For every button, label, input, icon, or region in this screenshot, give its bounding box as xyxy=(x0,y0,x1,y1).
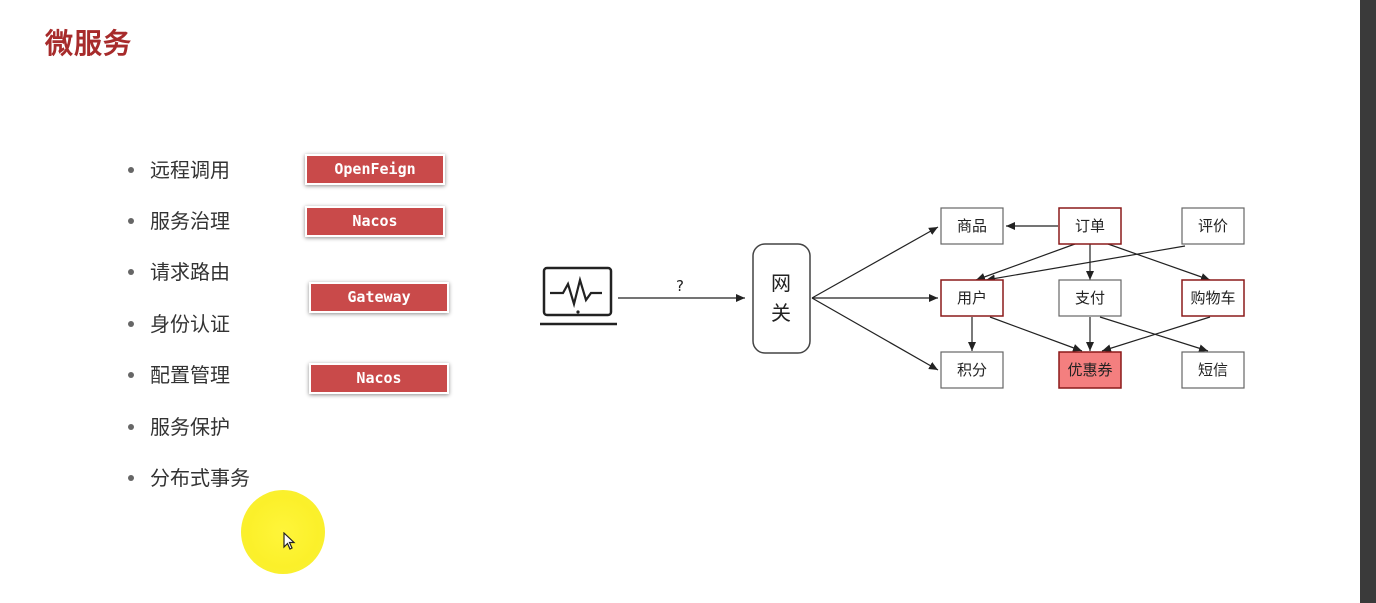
gateway-node: 网 关 xyxy=(752,243,811,354)
cursor-highlight xyxy=(241,490,325,574)
list-item-text: 服务保护 xyxy=(150,415,230,439)
list-item-text: 服务治理 xyxy=(150,209,230,233)
tag-openfeign: OpenFeign xyxy=(305,154,445,185)
service-user: 用户 xyxy=(940,279,1004,317)
service-sms: 短信 xyxy=(1181,351,1245,389)
bullet-dot xyxy=(128,371,134,378)
bullet-dot xyxy=(128,268,134,275)
bullet-dot xyxy=(128,423,134,430)
service-points: 积分 xyxy=(940,351,1004,389)
service-review: 评价 xyxy=(1181,207,1245,245)
bullet-dot xyxy=(128,320,134,327)
review-user-arrow xyxy=(985,245,1186,283)
gateway-label-line1: 网 xyxy=(771,271,791,295)
list-item: 配置管理 xyxy=(128,360,328,390)
gateway-points-arrow xyxy=(811,297,939,371)
bullet-dot xyxy=(128,217,134,224)
list-item: 请求路由 xyxy=(128,257,328,287)
list-item: 分布式事务 xyxy=(128,463,328,493)
payment-sms-arrow xyxy=(1099,316,1209,353)
list-item: 服务保护 xyxy=(128,412,328,442)
order-cart-arrow xyxy=(1107,243,1211,281)
service-sms-label: 短信 xyxy=(1198,361,1228,379)
list-item: 身份认证 xyxy=(128,309,328,339)
user-coupon-arrow xyxy=(989,316,1083,352)
service-order-label: 订单 xyxy=(1075,217,1105,235)
client-monitor-icon xyxy=(540,266,617,326)
service-points-label: 积分 xyxy=(957,361,987,379)
service-review-label: 评价 xyxy=(1198,217,1228,235)
service-payment: 支付 xyxy=(1058,279,1122,317)
mouse-cursor-icon xyxy=(283,532,296,550)
list-item-text: 远程调用 xyxy=(150,158,230,182)
window-edge xyxy=(1360,0,1376,603)
service-coupon: 优惠券 xyxy=(1058,351,1122,389)
cart-coupon-arrow xyxy=(1101,316,1211,353)
service-payment-label: 支付 xyxy=(1075,289,1105,307)
slide-title: 微服务 xyxy=(45,27,133,60)
service-cart: 购物车 xyxy=(1181,279,1245,317)
list-item-text: 分布式事务 xyxy=(150,466,250,490)
list-item-text: 请求路由 xyxy=(150,260,230,284)
service-user-label: 用户 xyxy=(957,289,987,307)
bullet-dot xyxy=(128,166,134,173)
service-coupon-label: 优惠券 xyxy=(1067,361,1112,379)
list-item-text: 配置管理 xyxy=(150,363,230,387)
tag-nacos-config: Nacos xyxy=(309,363,449,394)
list-item: 远程调用 xyxy=(128,155,328,185)
order-user-arrow xyxy=(975,243,1076,281)
service-order: 订单 xyxy=(1058,207,1122,245)
question-mark: ? xyxy=(676,277,684,295)
bullet-dot xyxy=(128,474,134,481)
list-item: 服务治理 xyxy=(128,206,328,236)
list-item-text: 身份认证 xyxy=(150,312,230,336)
service-product-label: 商品 xyxy=(957,217,987,235)
service-cart-label: 购物车 xyxy=(1190,289,1235,307)
tag-gateway: Gateway xyxy=(309,282,449,313)
gateway-product-arrow xyxy=(811,226,939,299)
gateway-label-line2: 关 xyxy=(771,301,791,325)
tag-nacos-discovery: Nacos xyxy=(305,206,445,237)
service-product: 商品 xyxy=(940,207,1004,245)
